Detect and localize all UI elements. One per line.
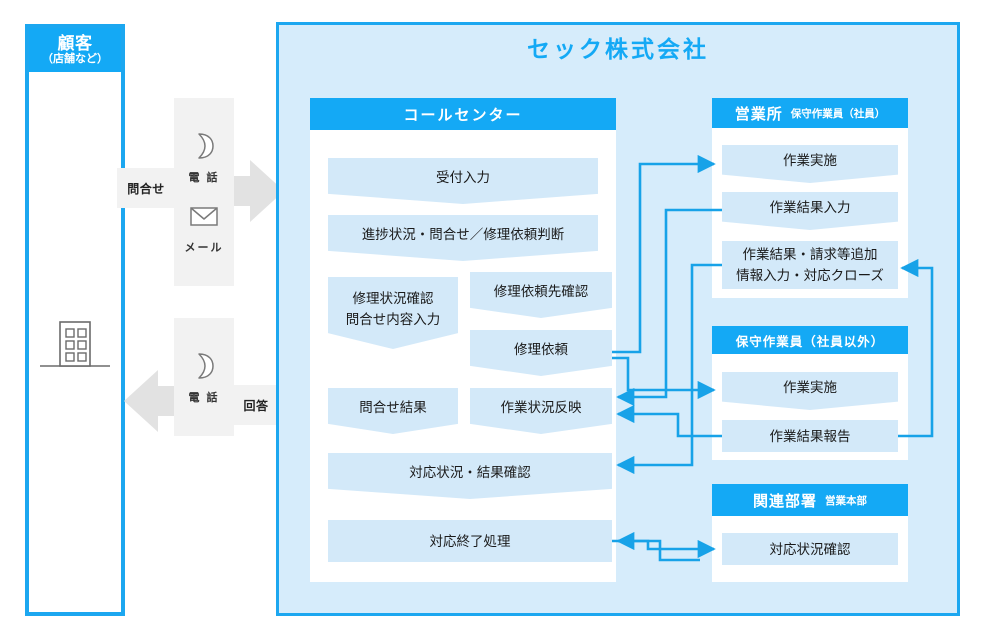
related-dept-header: 関連部署 営業本部 — [712, 484, 908, 516]
call-center-header-label: コールセンター — [403, 106, 523, 124]
call-center-header: コールセンター — [310, 98, 616, 130]
step-work-status-reflect[interactable]: 作業状況反映 — [470, 388, 612, 434]
external-staff-header: 保守作業員（社員以外） — [712, 326, 908, 354]
step-handling-status-result-check[interactable]: 対応状況・結果確認 — [328, 453, 612, 499]
step-repair-destination-check[interactable]: 修理依頼先確認 — [470, 272, 612, 318]
step-external-work-execute[interactable]: 作業実施 — [722, 372, 898, 410]
step-office-result-billing-close[interactable]: 作業結果・請求等追加 情報入力・対応クローズ — [722, 241, 898, 289]
channel-panel-inbound: 電 話 メール — [174, 98, 234, 286]
step-inquiry-result[interactable]: 問合せ結果 — [328, 388, 458, 434]
channel-panel-outbound: 電 話 — [174, 318, 234, 436]
office-header: 営業所 保守作業員（社員） — [712, 98, 908, 128]
external-staff-header-label: 保守作業員（社員以外） — [735, 334, 885, 349]
customer-header: 顧客 （店舗など） — [29, 28, 121, 72]
step-external-work-report[interactable]: 作業結果報告 — [722, 420, 898, 452]
related-dept-header-label: 関連部署 — [752, 492, 817, 510]
step-office-work-execute[interactable]: 作業実施 — [722, 145, 898, 183]
customer-subtitle: （店舗など） — [42, 53, 108, 65]
answer-label: 回答 — [233, 385, 279, 425]
customer-column: 顧客 （店舗など） — [25, 24, 125, 616]
step-office-result-billing-close-line2: 情報入力・対応クローズ — [736, 268, 884, 283]
building-icon — [40, 321, 110, 367]
channel-phone-label: 電 話 — [188, 172, 220, 184]
related-dept-header-sublabel: 営業本部 — [825, 494, 867, 507]
channel-mail: メール — [185, 199, 224, 255]
office-header-sublabel: 保守作業員（社員） — [790, 107, 886, 120]
step-office-work-result-input[interactable]: 作業結果入力 — [722, 192, 898, 230]
company-title: セック株式会社 — [527, 36, 709, 62]
inquiry-label: 問合せ — [117, 168, 175, 208]
inquiry-flow-arrow — [204, 160, 284, 222]
step-progress-judgement[interactable]: 進捗状況・問合せ／修理依頼判断 — [328, 215, 598, 261]
step-handling-complete[interactable]: 対応終了処理 — [328, 520, 612, 562]
step-repair-status-check[interactable]: 修理状況確認 問合せ内容入力 — [328, 277, 458, 349]
step-repair-status-check-line1: 修理状況確認 — [352, 291, 434, 306]
customer-title: 顧客 — [57, 34, 93, 53]
step-related-status-check[interactable]: 対応状況確認 — [722, 533, 898, 565]
channel-phone-out-label: 電 話 — [188, 392, 220, 404]
step-repair-request[interactable]: 修理依頼 — [470, 330, 612, 376]
mail-icon — [190, 207, 218, 226]
phone-icon — [198, 353, 214, 379]
step-office-result-billing-close-line1: 作業結果・請求等追加 — [742, 247, 878, 262]
channel-phone-out: 電 話 — [187, 349, 221, 405]
phone-icon — [198, 133, 214, 159]
office-header-label: 営業所 — [734, 105, 783, 123]
channel-phone: 電 話 — [187, 129, 221, 185]
channel-mail-label: メール — [184, 242, 224, 254]
step-reception-input[interactable]: 受付入力 — [328, 158, 598, 204]
answer-flow-arrow — [124, 370, 204, 432]
step-repair-status-check-line2: 問合せ内容入力 — [345, 312, 441, 327]
